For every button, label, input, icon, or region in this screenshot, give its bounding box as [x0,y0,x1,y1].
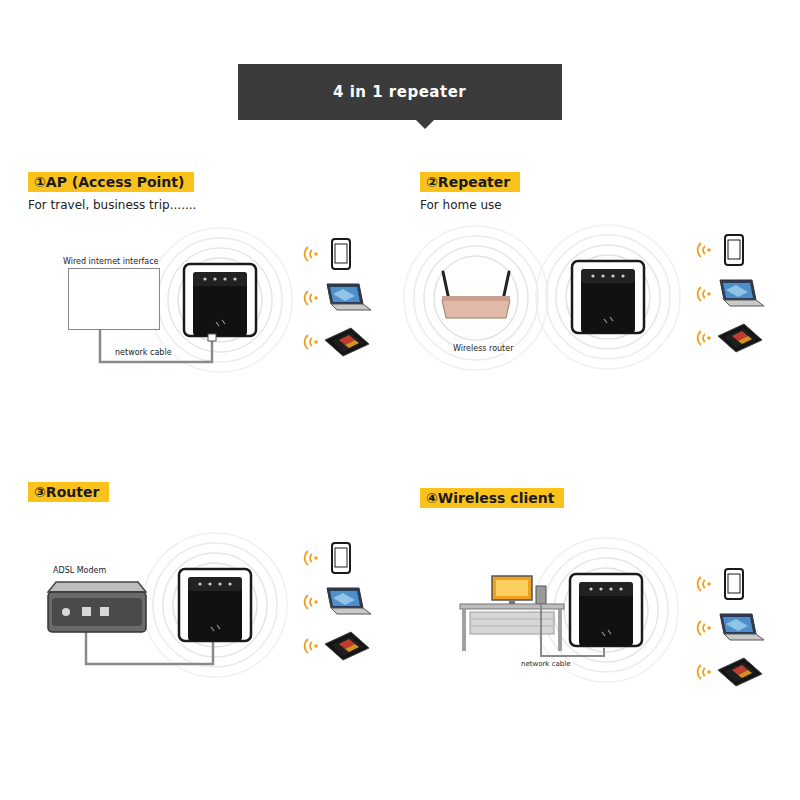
title-text: 4 in 1 repeater [333,83,466,101]
router-label: Wireless router [452,344,514,353]
section-heading: ③Router [28,482,109,502]
section-heading: ②Repeater [420,172,520,192]
section-band: ③Router [28,482,110,502]
section-band: ④Wireless client [420,488,565,508]
section-band: ①AP (Access Point)For travel, business t… [28,172,195,192]
interface-label: Wired internet interface [63,257,158,266]
cable-label: network cable [520,660,572,668]
section-heading: ④Wireless client [420,488,564,508]
cable-label: network cable [114,348,173,357]
section-subtitle: For home use [420,198,502,212]
wall-panel: Wired internet interface [68,268,160,330]
section-subtitle: For travel, business trip....... [28,198,196,212]
modem-label: ADSL Modem [52,566,107,575]
section-heading: ①AP (Access Point) [28,172,194,192]
section-band: ②RepeaterFor home use [420,172,521,192]
